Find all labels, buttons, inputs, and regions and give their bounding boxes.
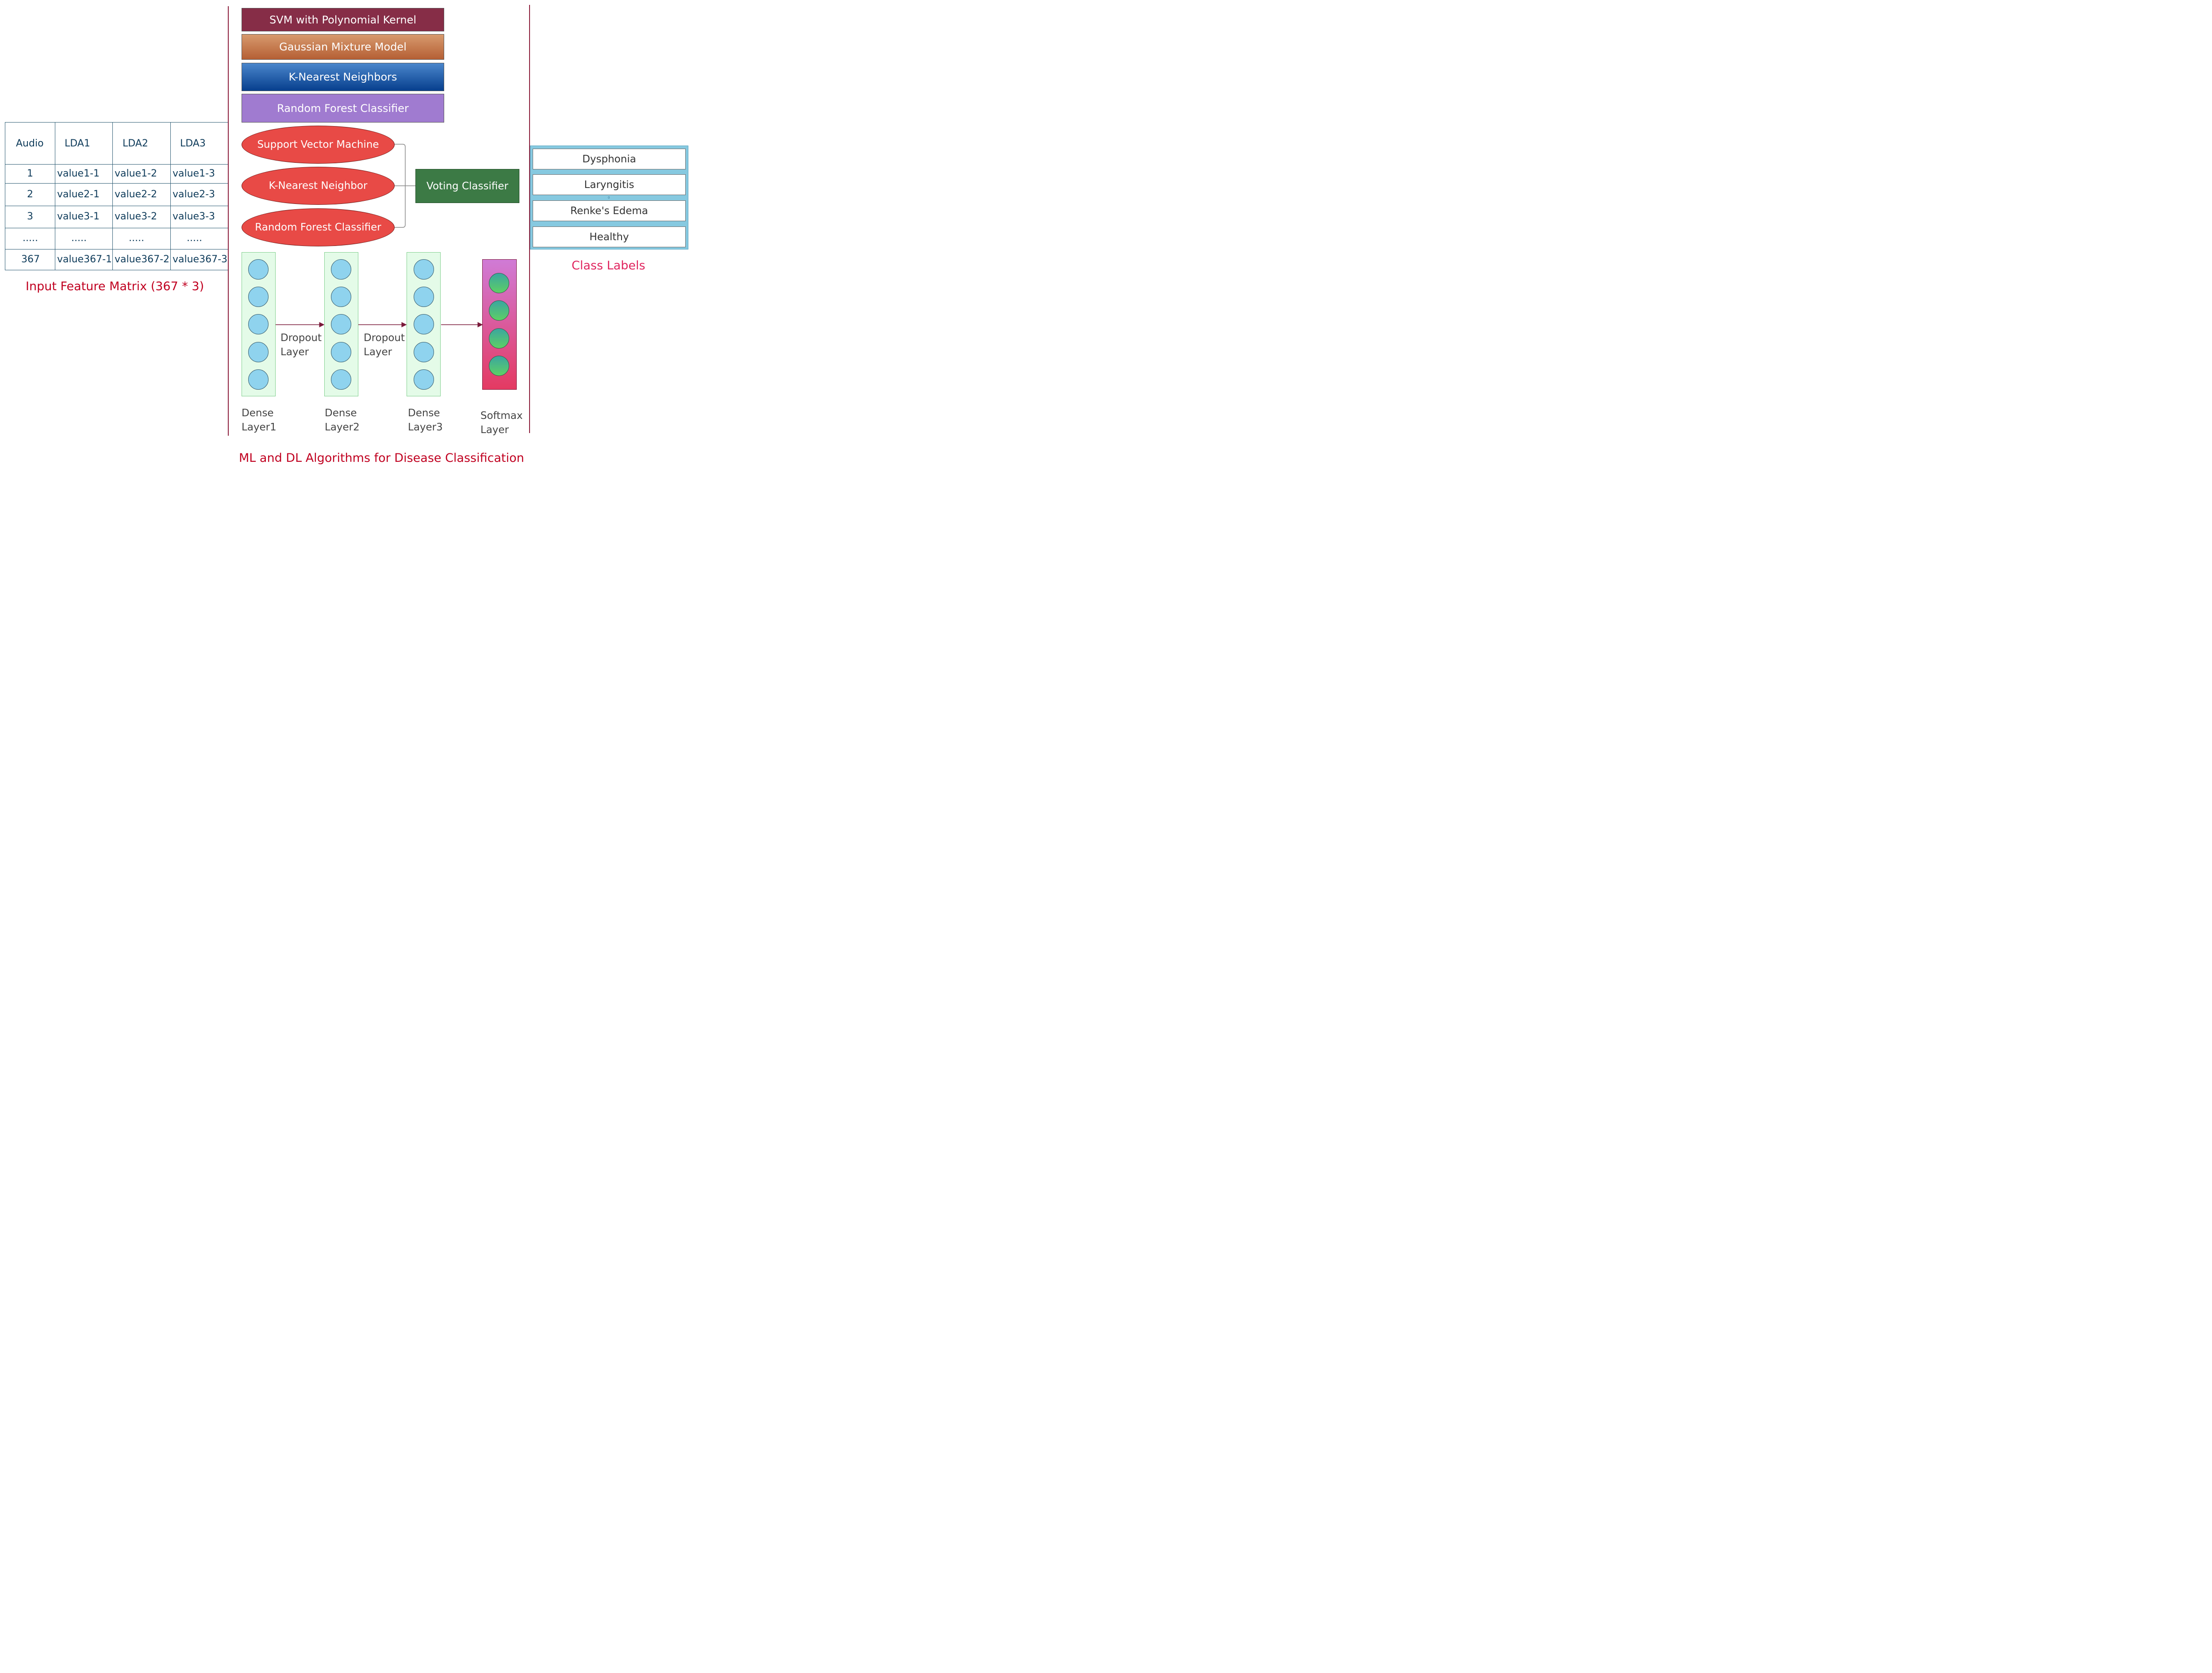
layer-arrows (276, 322, 483, 327)
neuron (331, 342, 351, 362)
table-cell: value1-1 (57, 168, 100, 179)
table-cell: 2 (27, 189, 33, 200)
table-cell: ..... (129, 233, 144, 244)
class-dysphonia: Dysphonia (533, 149, 686, 169)
table-cell: value2-3 (173, 189, 215, 200)
table-cell: value1-3 (173, 168, 215, 179)
random-forest-ellipse: Random Forest Classifier (242, 208, 395, 246)
table-cell: value367-1 (57, 254, 112, 265)
class-labels-caption: Class Labels (572, 259, 645, 272)
neuron (331, 287, 351, 307)
table-cell: value2-1 (57, 189, 100, 200)
knn-ellipse: K-Nearest Neighbor (242, 167, 395, 205)
neuron (414, 259, 434, 280)
table-header-lda1: LDA1 (65, 138, 90, 149)
neuron (331, 314, 351, 334)
random-forest-bar: Random Forest Classifier (242, 94, 444, 123)
class-laryngitis: Laryngitis (533, 174, 686, 195)
table-cell: value3-3 (173, 211, 215, 222)
table-header-lda2: LDA2 (123, 138, 148, 149)
feature-matrix-caption: Input Feature Matrix (367 * 3) (26, 280, 204, 293)
softmax-neuron (489, 356, 509, 376)
neuron (248, 259, 269, 280)
table-cell: 1 (27, 168, 33, 179)
neuron (414, 287, 434, 307)
table-cell: value367-2 (115, 254, 170, 265)
neuron (248, 342, 269, 362)
neuron (414, 314, 434, 334)
table-header-lda3: LDA3 (180, 138, 206, 149)
gmm-bar: Gaussian Mixture Model (242, 34, 444, 60)
table-cell: value367-3 (173, 254, 228, 265)
ensemble-connector (395, 144, 415, 228)
knn-bar: K-Nearest Neighbors (242, 63, 444, 91)
table-cell: 367 (21, 254, 40, 265)
center-caption: ML and DL Algorithms for Disease Classif… (239, 451, 524, 465)
softmax-neuron (489, 328, 509, 349)
neuron (414, 369, 434, 390)
neuron (248, 369, 269, 390)
small-mark: 0 (608, 196, 610, 200)
neuron (331, 259, 351, 280)
table-header-audio: Audio (16, 138, 44, 149)
svm-polynomial-bar: SVM with Polynomial Kernel (242, 8, 444, 31)
right-divider (529, 5, 530, 433)
neuron (331, 369, 351, 390)
table-cell: ..... (23, 233, 38, 244)
softmax-neuron (489, 300, 509, 321)
table-cell: value3-1 (57, 211, 100, 222)
left-divider (228, 6, 229, 436)
table-cell: value3-2 (115, 211, 157, 222)
neuron (414, 342, 434, 362)
table-cell: ..... (71, 233, 87, 244)
table-cell: ..... (187, 233, 202, 244)
table-cell: 3 (27, 211, 33, 222)
table-cell: value2-2 (115, 189, 157, 200)
class-renkes-edema: Renke's Edema (533, 200, 686, 221)
neuron (248, 287, 269, 307)
voting-classifier-box: Voting Classifier (415, 169, 519, 203)
feature-matrix-table: Audio LDA1 LDA2 LDA3 1 value1-1 value1-2… (5, 122, 228, 270)
table-cell: value1-2 (115, 168, 157, 179)
softmax-neuron (489, 273, 509, 293)
class-healthy: Healthy (533, 226, 686, 247)
svm-ellipse: Support Vector Machine (242, 126, 395, 164)
neuron (248, 314, 269, 334)
